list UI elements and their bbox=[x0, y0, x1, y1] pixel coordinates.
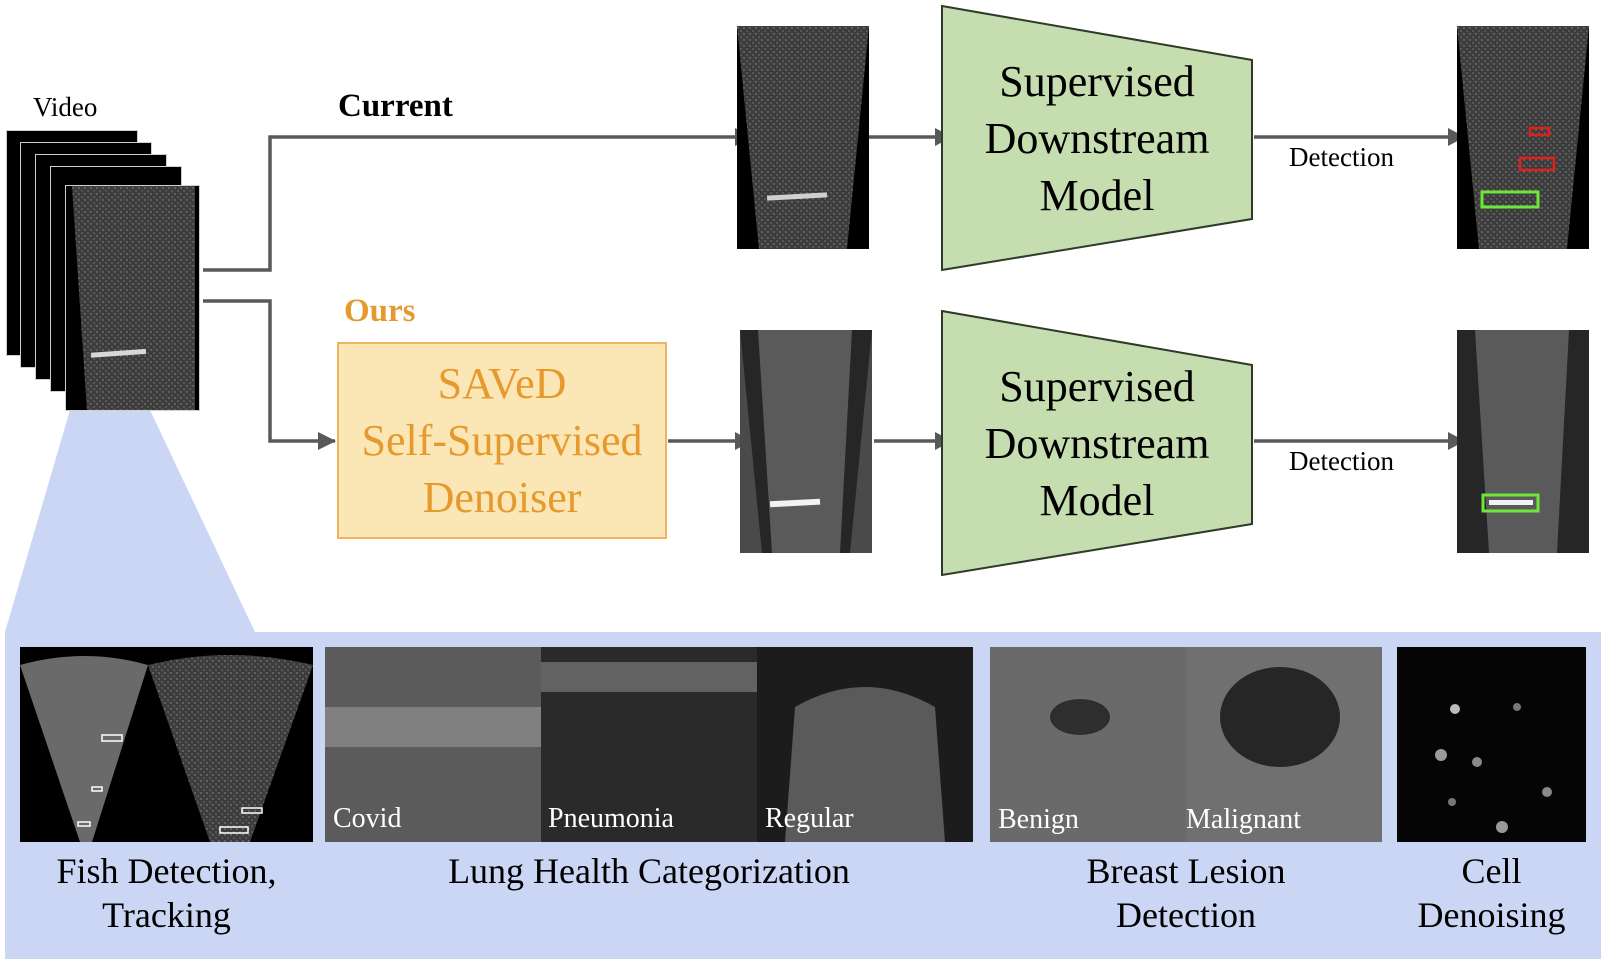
denoiser-line: Denoiser bbox=[422, 473, 582, 522]
false-detection-box bbox=[1528, 126, 1551, 137]
breast-label-benign: Benign bbox=[998, 804, 1079, 835]
model-line: Model bbox=[1039, 475, 1155, 525]
model-line: Supervised bbox=[999, 56, 1195, 106]
model-line: Downstream bbox=[984, 113, 1210, 163]
true-detection-box bbox=[1481, 493, 1540, 513]
breast-caption: Breast Lesion Detection bbox=[1086, 851, 1286, 935]
current-branch-label: Current bbox=[338, 88, 453, 124]
saved-denoiser-block: SAVeD Self-Supervised Denoiser bbox=[337, 342, 667, 539]
detection-label-ours: Detection bbox=[1289, 446, 1394, 476]
model-line: Model bbox=[1039, 170, 1155, 220]
video-label: Video bbox=[33, 92, 98, 122]
lung-label-covid: Covid bbox=[333, 803, 402, 834]
breast-label-malignant: Malignant bbox=[1186, 804, 1302, 835]
lung-caption: Lung Health Categorization bbox=[448, 851, 850, 891]
video-to-current-arrow bbox=[203, 135, 735, 272]
fish-sonar-image bbox=[20, 647, 313, 842]
denoised-ultrasound-frame bbox=[740, 330, 872, 553]
lung-label-regular: Regular bbox=[765, 803, 854, 834]
ours-branch-label: Ours bbox=[344, 293, 416, 329]
detection-output-current bbox=[1457, 26, 1589, 249]
cell-caption: Cell Denoising bbox=[1417, 851, 1566, 935]
supervised-downstream-model-ours: Supervised Downstream Model bbox=[941, 310, 1253, 576]
raw-ultrasound-frame bbox=[737, 26, 869, 249]
supervised-downstream-model-current: Supervised Downstream Model bbox=[941, 5, 1253, 271]
video-frame-front bbox=[65, 185, 200, 411]
lung-ultrasound-images bbox=[325, 647, 973, 842]
lung-label-pneumonia: Pneumonia bbox=[548, 803, 674, 834]
detection-label-current: Detection bbox=[1289, 142, 1394, 172]
detection-output-ours bbox=[1457, 330, 1589, 553]
denoiser-line: SAVeD bbox=[437, 359, 567, 408]
denoiser-line: Self-Supervised bbox=[361, 416, 643, 465]
model-line: Supervised bbox=[999, 361, 1195, 411]
true-detection-box bbox=[1480, 190, 1540, 209]
fish-caption: Fish Detection, Tracking bbox=[56, 851, 277, 935]
cell-microscopy-image bbox=[1397, 647, 1586, 842]
breast-ultrasound-images bbox=[990, 647, 1382, 842]
model-line: Downstream bbox=[984, 418, 1210, 468]
false-detection-box bbox=[1518, 156, 1556, 172]
